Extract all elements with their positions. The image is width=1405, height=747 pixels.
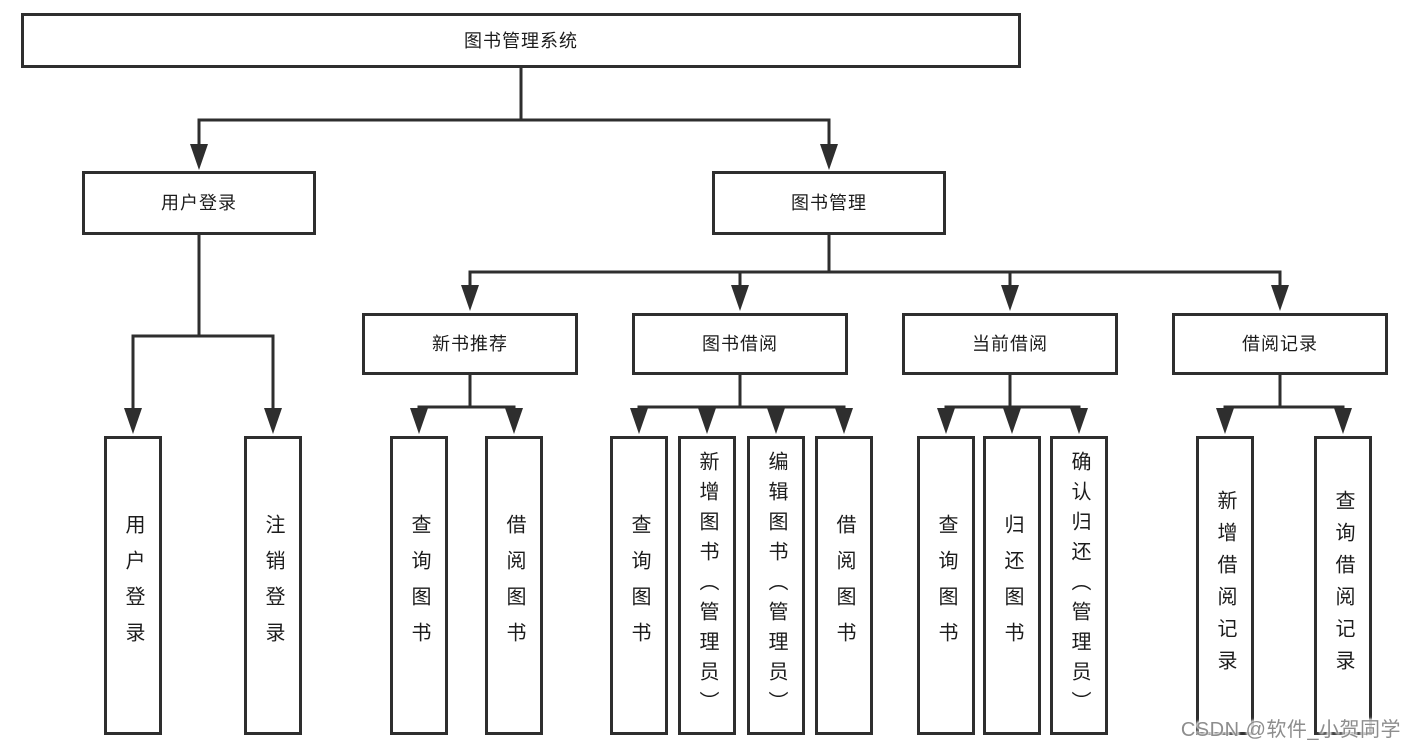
csdn-watermark: CSDN @软件_小贺同学: [1180, 719, 1401, 741]
leaf-add-borrow-record: 新增借阅记录: [1196, 436, 1254, 735]
node-label: 新增图书（管理员）: [696, 450, 718, 721]
node-label: 当前借阅: [972, 334, 1048, 354]
node-label: 查询图书: [935, 513, 957, 658]
leaf-borrow-books: 借阅图书: [815, 436, 873, 735]
leaf-add-book-admin: 新增图书（管理员）: [678, 436, 736, 735]
node-current-borrowing: 当前借阅: [902, 313, 1118, 375]
node-label: 新增借阅记录: [1214, 489, 1236, 682]
node-label: 借阅记录: [1242, 334, 1318, 354]
node-label: 图书管理: [791, 193, 867, 213]
node-label: 查询借阅记录: [1332, 489, 1354, 682]
node-book-management: 图书管理: [712, 171, 946, 235]
node-book-borrowing: 图书借阅: [632, 313, 848, 375]
node-label: 确认归还（管理员）: [1068, 450, 1090, 721]
node-new-book-recommend: 新书推荐: [362, 313, 578, 375]
node-label: 新书推荐: [432, 334, 508, 354]
leaf-query-books-borrow: 查询图书: [610, 436, 668, 735]
leaf-user-login: 用户登录: [104, 436, 162, 735]
node-label: 用户登录: [122, 513, 144, 658]
leaf-query-books-current: 查询图书: [917, 436, 975, 735]
node-borrowing-records: 借阅记录: [1172, 313, 1388, 375]
node-label: 查询图书: [628, 513, 650, 658]
node-label: 编辑图书（管理员）: [765, 450, 787, 721]
node-label: 注销登录: [262, 513, 284, 658]
node-label: 图书管理系统: [464, 30, 578, 51]
node-root-system: 图书管理系统: [21, 13, 1021, 68]
leaf-confirm-return-admin: 确认归还（管理员）: [1050, 436, 1108, 735]
node-label: 借阅图书: [503, 513, 525, 658]
leaf-query-borrow-record: 查询借阅记录: [1314, 436, 1372, 735]
leaf-query-books-recommend: 查询图书: [390, 436, 448, 735]
node-label: 借阅图书: [833, 513, 855, 658]
leaf-return-books: 归还图书: [983, 436, 1041, 735]
leaf-borrow-books-recommend: 借阅图书: [485, 436, 543, 735]
node-label: 归还图书: [1001, 513, 1023, 658]
node-label: 用户登录: [161, 193, 237, 213]
node-label: 图书借阅: [702, 334, 778, 354]
node-user-login: 用户登录: [82, 171, 316, 235]
leaf-logout: 注销登录: [244, 436, 302, 735]
leaf-edit-book-admin: 编辑图书（管理员）: [747, 436, 805, 735]
node-label: 查询图书: [408, 513, 430, 658]
